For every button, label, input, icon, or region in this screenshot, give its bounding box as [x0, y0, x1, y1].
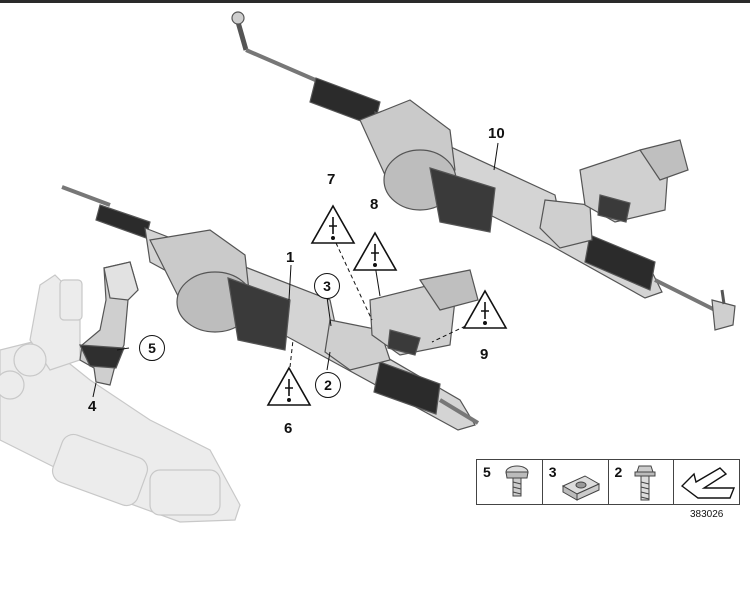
steering-rack-front [61, 185, 480, 431]
heat-shield-part [79, 261, 139, 386]
callout-9: 9 [480, 346, 489, 363]
callout-5: 5 [139, 335, 165, 361]
callout-10: 10 [488, 125, 505, 142]
image-top-border [0, 0, 750, 3]
legend-item-screw: 5 [477, 460, 543, 504]
callout-4: 4 [88, 398, 97, 415]
callout-2: 2 [315, 372, 341, 398]
parts-legend: 5 3 2 [476, 459, 740, 505]
legend-number: 3 [548, 464, 557, 480]
bolt-icon [634, 465, 655, 501]
legend-item-bolt: 2 [609, 460, 675, 504]
warning-triangle-6 [266, 366, 312, 406]
legend-item-clip-nut: 3 [543, 460, 609, 504]
screw-icon [505, 465, 529, 497]
arrow-icon [681, 467, 736, 499]
warning-triangle-8 [352, 231, 398, 271]
callout-1: 1 [286, 249, 295, 266]
steering-rack-rear [231, 11, 736, 331]
clip-nut-icon [561, 475, 600, 501]
callout-6: 6 [284, 420, 293, 437]
callout-3: 3 [314, 273, 340, 299]
legend-item-arrow [674, 460, 739, 504]
legend-number: 2 [614, 464, 623, 480]
faded-steering-assembly [0, 274, 241, 523]
diagram-reference-number: 383026 [690, 509, 724, 520]
callout-8: 8 [370, 196, 379, 213]
warning-triangle-7 [310, 204, 356, 244]
warning-triangle-9 [462, 289, 508, 329]
legend-number: 5 [483, 464, 491, 480]
callout-7: 7 [327, 171, 336, 188]
